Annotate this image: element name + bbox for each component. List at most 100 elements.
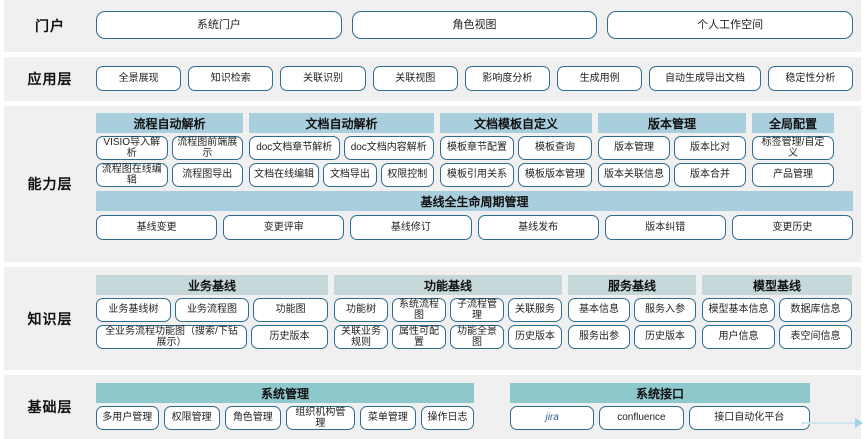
app-item-1[interactable]: 知识检索	[188, 66, 274, 91]
cap-0-2-0[interactable]: 流程图在线编辑	[96, 163, 168, 187]
knowledge-row-0-1: 业务基线树 业务流程图 功能图	[96, 298, 329, 322]
app-item-5[interactable]: 生成用例	[557, 66, 643, 91]
kn-2-2-0[interactable]: 服务出参	[568, 325, 630, 349]
app-item-2[interactable]: 关联识别	[280, 66, 366, 91]
capability-row-2-2: 模板引用关系 模板版本管理	[440, 163, 592, 187]
kn-0-2-1[interactable]: 历史版本	[250, 325, 328, 349]
foundation-group-sysadmin: 系统管理 多用户管理 权限管理 角色管理 组织机构管理 菜单管理 操作日志	[96, 383, 474, 430]
capability-group-global: 全局配置 标签管理/自定义 产品管理	[752, 113, 834, 187]
base-1-1[interactable]: confluence	[599, 406, 684, 430]
layer-portal: 门户 系统门户 角色视图 个人工作空间	[4, 0, 861, 52]
kn-1-2-1[interactable]: 属性可配置	[392, 325, 446, 349]
cap-1-2-2[interactable]: 权限控制	[380, 163, 434, 187]
kn-3-2-0[interactable]: 用户信息	[702, 325, 775, 349]
app-item-7[interactable]: 稳定性分析	[767, 66, 853, 91]
base-0-0[interactable]: 多用户管理	[96, 406, 159, 430]
layer-label-knowledge: 知识层	[27, 310, 73, 327]
arrow-shaft	[801, 422, 855, 424]
layer-label-portal: 门户	[35, 18, 65, 34]
cap-1-2-1[interactable]: 文档导出	[323, 163, 377, 187]
kn-3-1-1[interactable]: 数据库信息	[779, 298, 852, 322]
lifecycle-item-row: 基线变更 变更评审 基线修订 基线发布 版本纠错 变更历史	[96, 215, 854, 240]
kn-1-1-0[interactable]: 功能树	[334, 298, 388, 322]
kn-0-1-2[interactable]: 功能图	[253, 298, 329, 322]
knowledge-group-title-2: 服务基线	[568, 275, 696, 295]
capability-group-title-2: 文档模板自定义	[440, 113, 592, 133]
foundation-group-title-0: 系统管理	[96, 383, 474, 403]
capability-group-process: 流程自动解析 VISIO导入解析 流程图前端展示 流程图在线编辑 流程图导出	[96, 113, 243, 187]
kn-1-1-3[interactable]: 关联服务	[508, 298, 562, 322]
base-0-2[interactable]: 角色管理	[224, 406, 281, 430]
kn-3-1-0[interactable]: 模型基本信息	[702, 298, 775, 322]
kn-2-2-1[interactable]: 历史版本	[634, 325, 696, 349]
kn-3-2-1[interactable]: 表空间信息	[779, 325, 852, 349]
app-item-3[interactable]: 关联视图	[372, 66, 458, 91]
cap-2-2-1[interactable]: 模板版本管理	[518, 163, 592, 187]
layer-body-application: 全景展现 知识检索 关联识别 关联视图 影响度分析 生成用例 自动生成导出文档 …	[96, 57, 861, 101]
kn-0-2-0[interactable]: 全业务流程功能图（搜索/下钻展示）	[96, 325, 247, 349]
capability-row-4-2: 产品管理	[752, 163, 834, 187]
capability-row-0-2: 流程图在线编辑 流程图导出	[96, 163, 243, 187]
kn-0-1-1[interactable]: 业务流程图	[174, 298, 250, 322]
kn-0-1-0[interactable]: 业务基线树	[96, 298, 171, 322]
cap-3-2-0[interactable]: 版本关联信息	[598, 163, 670, 187]
capability-group-title-3: 版本管理	[598, 113, 746, 133]
cap-1-1-1[interactable]: doc文档内容解析	[343, 136, 434, 160]
lifecycle-item-5[interactable]: 变更历史	[731, 215, 854, 240]
base-1-2[interactable]: 接口自动化平台	[688, 406, 810, 430]
foundation-group-title-1: 系统接口	[510, 383, 810, 403]
foundation-groups: 系统管理 多用户管理 权限管理 角色管理 组织机构管理 菜单管理 操作日志 系统…	[96, 383, 853, 430]
kn-1-1-2[interactable]: 子流程管理	[450, 298, 504, 322]
kn-2-1-0[interactable]: 基本信息	[568, 298, 630, 322]
cap-3-1-1[interactable]: 版本比对	[674, 136, 746, 160]
knowledge-group-function: 功能基线 功能树 系统流程图 子流程管理 关联服务 关联业务规则 属性可配置 功…	[334, 275, 562, 349]
portal-item-2[interactable]: 个人工作空间	[607, 11, 854, 39]
corner-arrow-icon	[801, 418, 863, 428]
base-1-0[interactable]: jira	[510, 406, 595, 430]
capability-group-document: 文档自动解析 doc文档章节解析 doc文档内容解析 文档在线编辑 文档导出 权…	[249, 113, 434, 187]
cap-1-2-0[interactable]: 文档在线编辑	[249, 163, 320, 187]
base-0-3[interactable]: 组织机构管理	[285, 406, 355, 430]
knowledge-row-3-1: 模型基本信息 数据库信息	[702, 298, 852, 322]
layer-foundation: 基础层 系统管理 多用户管理 权限管理 角色管理 组织机构管理 菜单管理 操作日…	[4, 375, 861, 439]
kn-1-2-0[interactable]: 关联业务规则	[334, 325, 388, 349]
cap-2-1-1[interactable]: 模板查询	[518, 136, 592, 160]
lifecycle-section: 基线全生命周期管理 基线变更 变更评审 基线修订 基线发布 版本纠错 变更历史	[96, 191, 854, 240]
cap-0-1-0[interactable]: VISIO导入解析	[96, 136, 168, 160]
cap-1-1-0[interactable]: doc文档章节解析	[249, 136, 340, 160]
lifecycle-item-0[interactable]: 基线变更	[96, 215, 218, 240]
lifecycle-item-1[interactable]: 变更评审	[223, 215, 345, 240]
app-item-0[interactable]: 全景展现	[96, 66, 182, 91]
kn-1-2-2[interactable]: 功能全景图	[450, 325, 504, 349]
portal-item-1[interactable]: 角色视图	[351, 11, 598, 39]
capability-row-4-1: 标签管理/自定义	[752, 136, 834, 160]
kn-1-2-3[interactable]: 历史版本	[508, 325, 562, 349]
cap-2-1-0[interactable]: 模板章节配置	[440, 136, 514, 160]
lifecycle-item-4[interactable]: 版本纠错	[604, 215, 726, 240]
capability-row-3-1: 版本管理 版本比对	[598, 136, 746, 160]
lifecycle-item-3[interactable]: 基线发布	[477, 215, 599, 240]
knowledge-group-title-1: 功能基线	[334, 275, 562, 295]
cap-3-2-1[interactable]: 版本合并	[674, 163, 746, 187]
app-item-6[interactable]: 自动生成导出文档	[649, 66, 761, 91]
knowledge-group-business: 业务基线 业务基线树 业务流程图 功能图 全业务流程功能图（搜索/下钻展示） 历…	[96, 275, 329, 349]
capability-group-template: 文档模板自定义 模板章节配置 模板查询 模板引用关系 模板版本管理	[440, 113, 592, 187]
kn-2-1-1[interactable]: 服务入参	[634, 298, 696, 322]
cap-4-2-0[interactable]: 产品管理	[752, 163, 834, 187]
capability-groups: 流程自动解析 VISIO导入解析 流程图前端展示 流程图在线编辑 流程图导出 文…	[96, 113, 853, 187]
knowledge-row-2-2: 服务出参 历史版本	[568, 325, 696, 349]
cap-2-2-0[interactable]: 模板引用关系	[440, 163, 514, 187]
cap-0-1-1[interactable]: 流程图前端展示	[171, 136, 243, 160]
knowledge-groups: 业务基线 业务基线树 业务流程图 功能图 全业务流程功能图（搜索/下钻展示） 历…	[96, 275, 853, 349]
cap-3-1-0[interactable]: 版本管理	[598, 136, 670, 160]
portal-item-0[interactable]: 系统门户	[96, 11, 342, 39]
app-item-4[interactable]: 影响度分析	[464, 66, 551, 91]
base-0-1[interactable]: 权限管理	[163, 406, 220, 430]
base-0-5[interactable]: 操作日志	[420, 406, 474, 430]
kn-1-1-1[interactable]: 系统流程图	[392, 298, 446, 322]
lifecycle-item-2[interactable]: 基线修订	[350, 215, 472, 240]
cap-0-2-1[interactable]: 流程图导出	[171, 163, 243, 187]
base-0-4[interactable]: 菜单管理	[359, 406, 416, 430]
cap-4-1-0[interactable]: 标签管理/自定义	[752, 136, 834, 160]
